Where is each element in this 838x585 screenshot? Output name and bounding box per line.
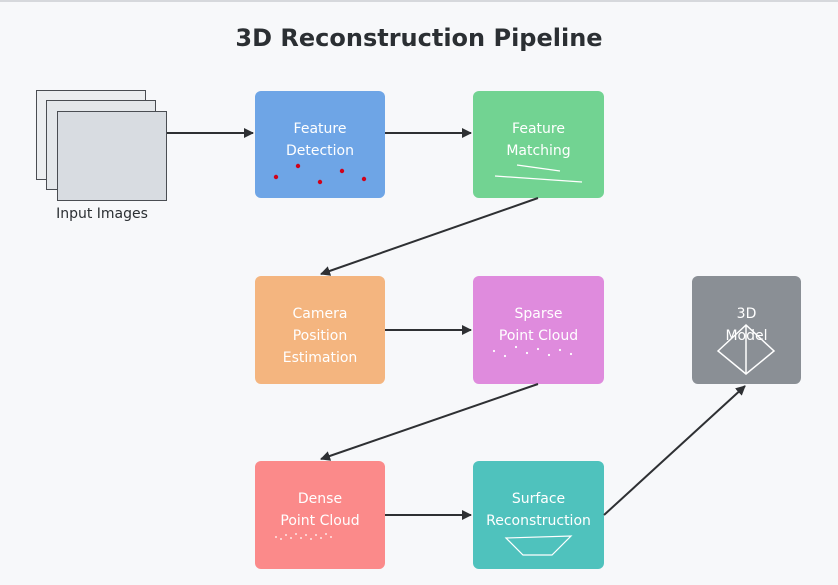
node-label: Detection: [285, 143, 354, 159]
3d-model-diamond-icon: [716, 323, 776, 375]
node-label: Camera: [292, 306, 348, 322]
match-lines-icon: [494, 164, 583, 183]
surface-mesh-icon: [504, 535, 573, 556]
keypoint-dot: [361, 176, 367, 182]
arrow-matching-to-camera: [320, 197, 539, 276]
keypoint-dots: [273, 163, 367, 185]
arrows: [167, 128, 746, 520]
node-surface-reconstruction: Surface Reconstruction: [473, 461, 604, 569]
node-label: Sparse: [514, 306, 563, 322]
node-sparse-point-cloud: Sparse Point Cloud: [473, 276, 604, 384]
node-label: Point Cloud: [498, 328, 579, 344]
keypoint-dot: [273, 174, 279, 180]
keypoint-dot: [295, 163, 301, 169]
node-label: Dense: [297, 491, 343, 507]
node-label: 3D: [736, 306, 757, 322]
input-images-label: Input Images: [56, 206, 148, 222]
image-card-front: [57, 111, 167, 201]
node-label: Matching: [506, 143, 571, 159]
node-label: Position: [292, 328, 348, 344]
node-dense-point-cloud: Dense Point Cloud: [255, 461, 385, 569]
node-label: Point Cloud: [280, 513, 360, 529]
node-label: Feature: [293, 121, 347, 137]
node-label: Feature: [512, 121, 565, 137]
keypoint-dot: [339, 168, 345, 174]
diagram-title: 3D Reconstruction Pipeline: [235, 24, 603, 52]
sparse-dots-icon: [492, 345, 573, 358]
node-label: Estimation: [282, 350, 358, 366]
top-border: [0, 0, 838, 2]
node-label: Reconstruction: [486, 513, 591, 529]
node-feature-matching: Feature Matching: [473, 91, 604, 198]
arrow-surface-to-3d-model: [603, 385, 746, 516]
arrow-sparse-to-dense: [320, 383, 539, 461]
dense-dots-icon: [275, 533, 332, 540]
node-label: Surface: [511, 491, 566, 507]
keypoint-dot: [317, 179, 323, 185]
node-camera-position-estimation: Camera Position Estimation: [255, 276, 385, 384]
